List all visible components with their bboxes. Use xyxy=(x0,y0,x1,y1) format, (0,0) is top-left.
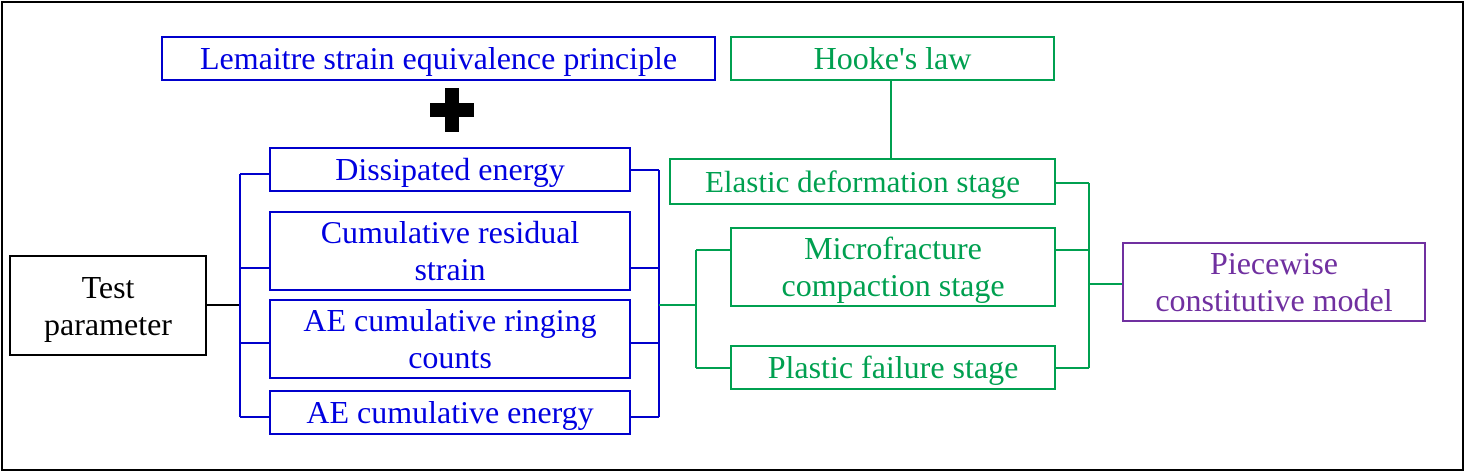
microfracture-stage-box: Microfracture compaction stage xyxy=(730,227,1056,307)
plastic-stage-label: Plastic failure stage xyxy=(767,349,1019,386)
green-connectors xyxy=(659,80,1123,369)
ae-cumulative-energy-label: AE cumulative energy xyxy=(306,394,594,431)
lemaitre-label: Lemaitre strain equivalence principle xyxy=(199,40,678,77)
hookes-law-label: Hooke's law xyxy=(813,40,972,77)
dissipated-energy-box: Dissipated energy xyxy=(269,147,631,192)
ae-ringing-counts-label: AE cumulative ringing counts xyxy=(303,302,597,375)
elastic-stage-box: Elastic deformation stage xyxy=(669,158,1056,205)
right-bracket xyxy=(630,169,660,418)
piecewise-model-label: Piecewise constitutive model xyxy=(1155,245,1393,318)
hookes-law-box: Hooke's law xyxy=(730,36,1055,81)
ae-cumulative-energy-box: AE cumulative energy xyxy=(269,390,631,435)
dissipated-energy-label: Dissipated energy xyxy=(335,151,565,188)
cumulative-residual-strain-label: Cumulative residual strain xyxy=(320,214,580,287)
test-parameter-box: Test parameter xyxy=(9,255,207,356)
left-bracket xyxy=(239,173,270,418)
elastic-stage-label: Elastic deformation stage xyxy=(704,163,1021,199)
ae-ringing-counts-box: AE cumulative ringing counts xyxy=(269,299,631,379)
plus-icon xyxy=(430,88,474,132)
piecewise-model-box: Piecewise constitutive model xyxy=(1122,242,1426,322)
lemaitre-box: Lemaitre strain equivalence principle xyxy=(161,36,716,81)
microfracture-stage-label: Microfracture compaction stage xyxy=(781,230,1005,303)
cumulative-residual-strain-box: Cumulative residual strain xyxy=(269,211,631,291)
plastic-stage-box: Plastic failure stage xyxy=(730,345,1056,390)
test-parameter-label: Test parameter xyxy=(44,268,172,342)
